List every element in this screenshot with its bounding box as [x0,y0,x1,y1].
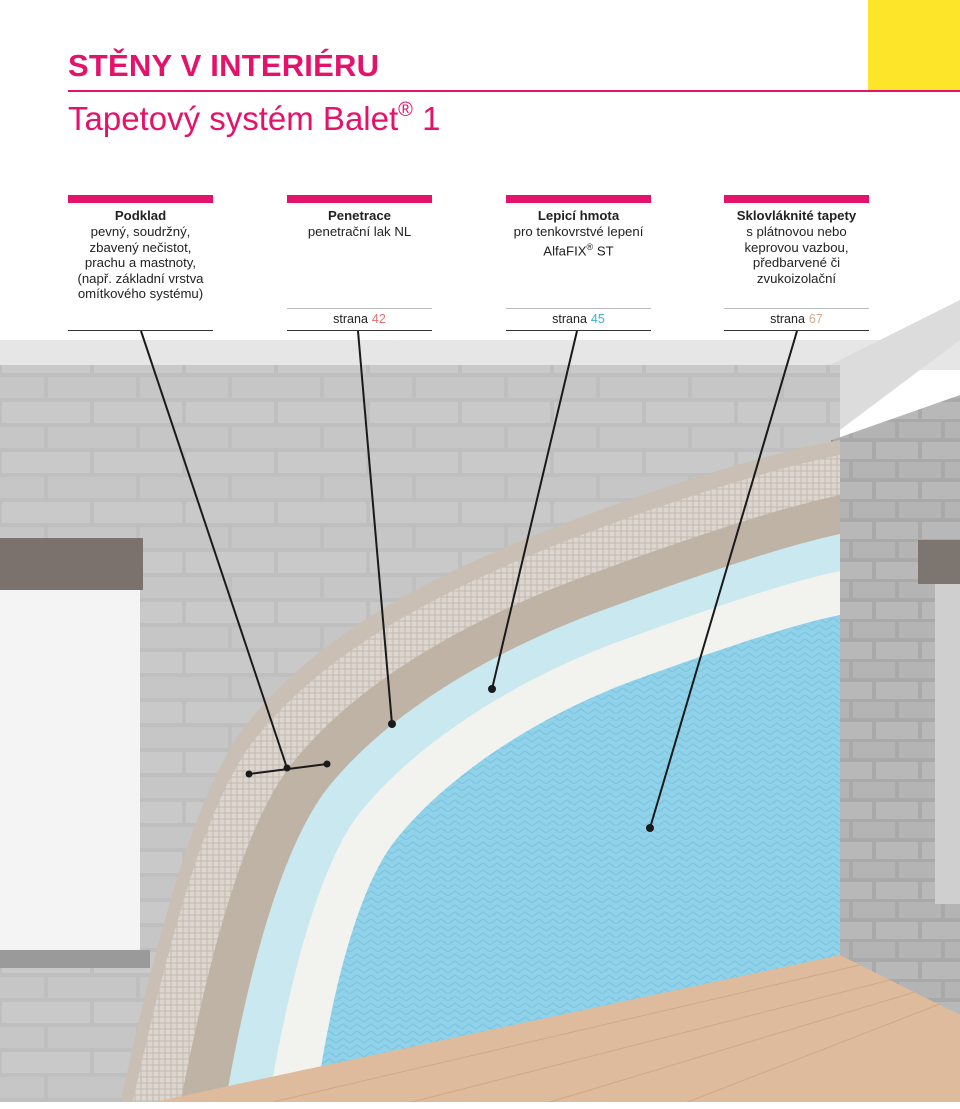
callout-heading: Lepicí hmota [537,208,620,223]
page-reference-number: 45 [590,312,605,326]
section-title: STĚNY V INTERIÉRU [68,48,380,83]
callout-text: pevný, soudržný, zbavený nečistot, prach… [77,224,204,301]
callout-text: penetrační lak NL [307,224,412,239]
page-title: Tapetový systém Balet® 1 [68,99,440,138]
right-window-lintel [918,540,960,584]
page-title-text: Tapetový systém Balet [68,100,399,137]
callout-bar [506,195,651,203]
callout-wallpaper: Sklovláknité tapety s plátnovou nebo kep… [724,195,869,331]
floor [140,955,960,1105]
page-reference-label: strana [333,312,368,326]
ceiling-corner [830,300,960,430]
leader-primer [357,330,393,725]
callout-substrate: Podklad pevný, soudržný, zbavený nečisto… [68,195,213,331]
product-suffix: ST [593,242,614,258]
registered-mark: ® [586,241,594,252]
marker-dot [488,685,496,693]
callout-text-line: pro tenkovrstvé lepení [513,224,644,239]
marker-dot [323,760,331,768]
page-reference-label: strana [770,312,805,326]
leader-substrate [140,330,288,769]
marker-dot [646,824,654,832]
callout-heading: Penetrace [327,208,392,223]
marker-dot [388,720,396,728]
page-reference-label: strana [552,312,587,326]
registered-mark: ® [398,99,413,121]
callout-heading: Podklad [114,208,167,223]
marker-dot [245,770,253,778]
callout-bar [68,195,213,203]
corner-color-tab [868,0,960,90]
callout-bar [724,195,869,203]
wallpaper-layer [315,615,840,1105]
callout-heading: Sklovláknité tapety [736,208,857,223]
window-lintel [0,538,143,590]
leader-wallpaper [649,330,798,829]
callout-bar [287,195,432,203]
window-opening [0,590,140,960]
product-name: AlfaFIX [543,242,587,258]
marker-dot [283,764,291,772]
leader-adhesive [491,330,578,690]
header-rule [68,90,960,92]
page-reference-number: 42 [371,312,386,326]
callout-text: s plátnovou nebo keprovou vazbou, předba… [744,224,849,286]
page-title-number: 1 [412,100,441,137]
page-reference-number: 67 [808,312,823,326]
